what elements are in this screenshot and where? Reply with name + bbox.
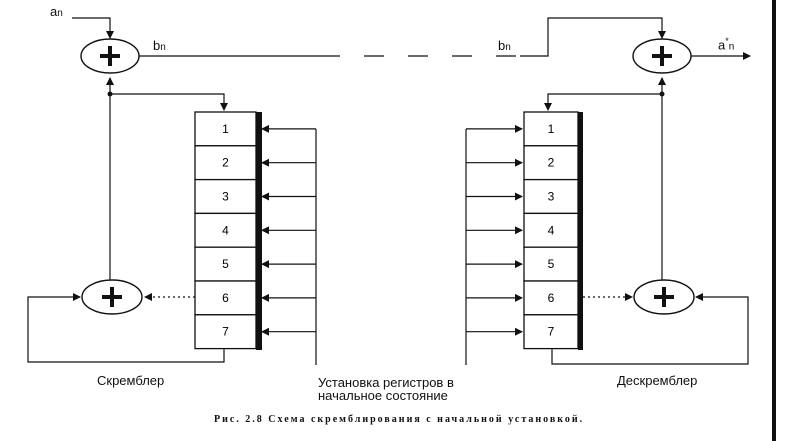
register-cell-label: 4 [222, 223, 229, 237]
register-cell-label: 7 [222, 325, 229, 339]
init-label-line1: Установка регистров в [318, 375, 454, 390]
signal-an-out-sub: n [728, 41, 735, 53]
register-cell: 4 [523, 212, 579, 248]
register-cell-label: 1 [548, 122, 555, 136]
signal-an-sub: n [57, 8, 63, 19]
register-cell-label: 2 [222, 156, 229, 170]
init-label-line2: начальное состояние [318, 388, 448, 403]
signal-bn-right-label: bn [498, 38, 511, 53]
signal-bn-right-sub: n [505, 42, 511, 53]
to-register-right [544, 93, 662, 111]
descrambler-label: Дескремблер [617, 373, 698, 388]
register-cell-label: 1 [222, 122, 229, 136]
signal-an-out-sup: * [725, 36, 729, 46]
input-bn-line [520, 17, 666, 57]
register-cell: 4 [194, 212, 257, 248]
register-cell: 6 [194, 280, 257, 316]
to-register-left [110, 93, 228, 111]
register-cell: 5 [194, 246, 257, 282]
plus-icon [654, 287, 674, 307]
register-cell-label: 3 [548, 190, 555, 204]
plus-icon [652, 46, 672, 66]
signal-bn-left-base: b [153, 38, 161, 53]
register-cell: 6 [523, 280, 579, 316]
register-cell: 7 [194, 314, 257, 350]
tap-cell7-left [27, 293, 225, 363]
register-cell: 2 [194, 145, 257, 181]
register-cell: 5 [523, 246, 579, 282]
register-cell: 7 [523, 314, 579, 350]
register-cell-label: 6 [222, 291, 229, 305]
register-cell-label: 6 [548, 291, 555, 305]
tap-cell7-right [551, 293, 749, 365]
descrambler-block: 1 2 3 4 5 6 7 [465, 17, 751, 365]
signal-bn-right-base: b [498, 38, 506, 53]
register-cell-label: 5 [548, 257, 555, 271]
register-cell: 1 [523, 111, 579, 147]
scrambler-label: Скремблер [97, 373, 165, 388]
figure-caption: Рис. 2.8 Схема скремблирования с начальн… [214, 414, 585, 425]
plus-icon [100, 46, 120, 66]
register-cell-label: 5 [222, 257, 229, 271]
signal-an-out-label: a*n [718, 36, 734, 52]
signal-bn-left-sub: n [160, 42, 166, 53]
register-cell-label: 7 [548, 325, 555, 339]
register-cell: 3 [523, 178, 579, 215]
register-right: 1 2 3 4 5 6 7 [523, 111, 579, 350]
scrambler-block: 1 2 3 4 5 6 7 [27, 17, 520, 365]
signal-bn-left-label: bn [153, 38, 166, 53]
plus-icon [102, 287, 122, 307]
signal-an-out-base: a [718, 37, 726, 53]
page-edge [772, 0, 776, 441]
register-cell: 1 [194, 111, 257, 147]
register-cell-label: 4 [548, 223, 555, 237]
signal-an-label: an [50, 4, 63, 19]
register-cell-label: 3 [222, 190, 229, 204]
register-cell: 3 [194, 178, 257, 215]
register-cell-label: 2 [548, 156, 555, 170]
signal-an-base: a [50, 4, 58, 19]
input-an-line [72, 17, 114, 39]
register-left: 1 2 3 4 5 6 7 [194, 111, 257, 350]
register-cell: 2 [523, 145, 579, 181]
